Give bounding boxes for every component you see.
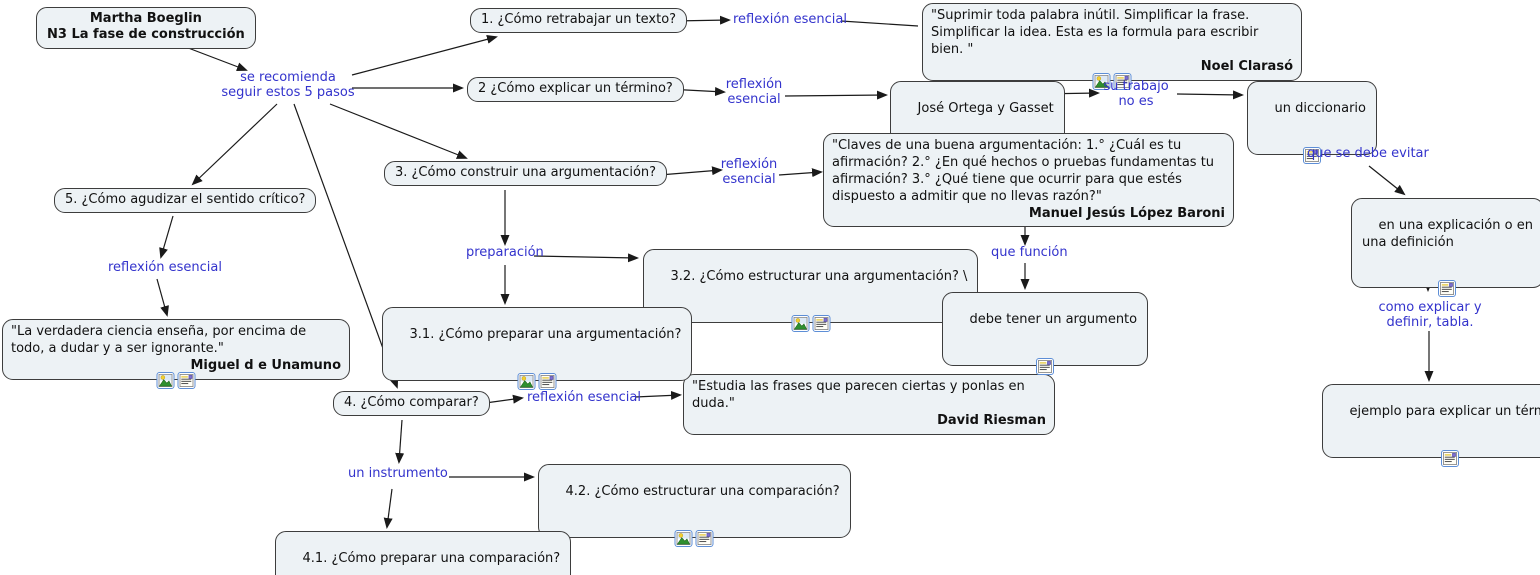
quote-author: Manuel Jesús López Baroni: [1028, 205, 1225, 221]
quote-node-noel[interactable]: "Suprimir toda palabra inútil. Simplific…: [922, 3, 1302, 90]
concept-node-explicacion[interactable]: en una explicación o en una definición: [1351, 198, 1540, 298]
quote-node-riesman[interactable]: "Estudia las frases que parecen ciertas …: [683, 374, 1055, 435]
link-label-reflexion-5[interactable]: reflexión esencial: [108, 260, 222, 275]
link-label-instrumento[interactable]: un instrumento: [348, 466, 448, 481]
note-attachment-icon[interactable]: [812, 315, 831, 332]
note-attachment-icon[interactable]: [695, 530, 714, 547]
concept-node-argumento[interactable]: debe tener un argumento: [942, 292, 1149, 375]
link-label-reflexion-2[interactable]: reflexión esencial: [725, 77, 783, 107]
note-attachment-icon[interactable]: [1113, 72, 1132, 90]
node-label: en una explicación o en una definición: [1362, 218, 1533, 250]
note-attachment-icon[interactable]: [1438, 280, 1457, 298]
quote-text: "Suprimir toda palabra inútil. Simplific…: [931, 8, 1259, 57]
concept-node-q31[interactable]: 3.1. ¿Cómo preparar una argumentación?: [382, 307, 693, 390]
note-attachment-icon[interactable]: [1440, 450, 1459, 467]
concept-node-q41[interactable]: 4.1. ¿Cómo preparar una comparación?: [275, 531, 572, 575]
quote-author: David Riesman: [937, 412, 1046, 428]
note-attachment-icon[interactable]: [1036, 358, 1055, 375]
quote-node-baroni[interactable]: "Claves de una buena argumentación: 1.° …: [823, 133, 1234, 228]
node-label: ejemplo para explicar un término: [1349, 404, 1540, 420]
concept-node-diccionario[interactable]: un diccionario: [1247, 81, 1377, 164]
note-attachment-icon[interactable]: [177, 371, 196, 389]
link-label-se-recomienda[interactable]: se recomienda seguir estos 5 pasos: [221, 70, 355, 100]
picture-attachment-icon[interactable]: [517, 373, 536, 390]
quote-author: Noel Clarasó: [1200, 58, 1293, 74]
concept-node-q4[interactable]: 4. ¿Cómo comparar?: [333, 391, 490, 417]
picture-attachment-icon[interactable]: [1092, 72, 1111, 90]
concept-node-q2[interactable]: 2 ¿Cómo explicar un término?: [467, 77, 684, 103]
node-label: 3.1. ¿Cómo preparar una argumentación?: [409, 327, 682, 343]
quote-text: "La verdadera ciencia enseña, por encima…: [11, 324, 307, 356]
link-label-reflexion-4[interactable]: reflexión esencial: [527, 390, 641, 405]
concept-node-q3[interactable]: 3. ¿Cómo construir una argumentación?: [384, 161, 668, 187]
note-attachment-icon[interactable]: [1302, 147, 1321, 164]
link-label-su-trabajo[interactable]: su trabajo no es: [1103, 79, 1169, 109]
concept-node-q32[interactable]: 3.2. ¿Cómo estructurar una argumentación…: [643, 249, 979, 332]
node-label: 3.2. ¿Cómo estructurar una argumentación…: [670, 269, 968, 285]
concept-node-root[interactable]: Martha Boeglin N3 La fase de construcció…: [36, 7, 256, 49]
picture-attachment-icon[interactable]: [791, 315, 810, 332]
quote-text: "Estudia las frases que parecen ciertas …: [692, 379, 1025, 411]
link-label-preparacion[interactable]: preparación: [466, 245, 544, 260]
concept-node-q42[interactable]: 4.2. ¿Cómo estructurar una comparación?: [538, 464, 851, 547]
concept-node-q5[interactable]: 5. ¿Cómo agudizar el sentido crítico?: [54, 188, 317, 214]
node-label: debe tener un argumento: [969, 312, 1138, 328]
quote-text: "Claves de una buena argumentación: 1.° …: [832, 138, 1215, 204]
link-label-reflexion-1[interactable]: reflexión esencial: [733, 12, 847, 27]
concept-node-ejemplo[interactable]: ejemplo para explicar un término: [1322, 384, 1540, 467]
node-label: un diccionario: [1274, 101, 1366, 117]
picture-attachment-icon[interactable]: [674, 530, 693, 547]
node-label: José Ortega y Gasset: [917, 101, 1054, 117]
link-label-reflexion-3[interactable]: reflexión esencial: [720, 157, 778, 187]
quote-author: Miguel d e Unamuno: [190, 357, 342, 373]
node-label: 4.2. ¿Cómo estructurar una comparación?: [565, 484, 840, 500]
node-label: 4.1. ¿Cómo preparar una comparación?: [302, 551, 561, 567]
picture-attachment-icon[interactable]: [156, 371, 175, 389]
concept-node-q1[interactable]: 1. ¿Cómo retrabajar un texto?: [470, 8, 688, 34]
link-label-que-funcion[interactable]: que función: [991, 245, 1068, 260]
quote-node-unamuno[interactable]: "La verdadera ciencia enseña, por encima…: [2, 319, 350, 389]
link-label-como-explicar[interactable]: como explicar y definir, tabla.: [1378, 300, 1482, 330]
link-label-que-evitar[interactable]: que se debe evitar: [1307, 146, 1429, 161]
note-attachment-icon[interactable]: [538, 373, 557, 390]
